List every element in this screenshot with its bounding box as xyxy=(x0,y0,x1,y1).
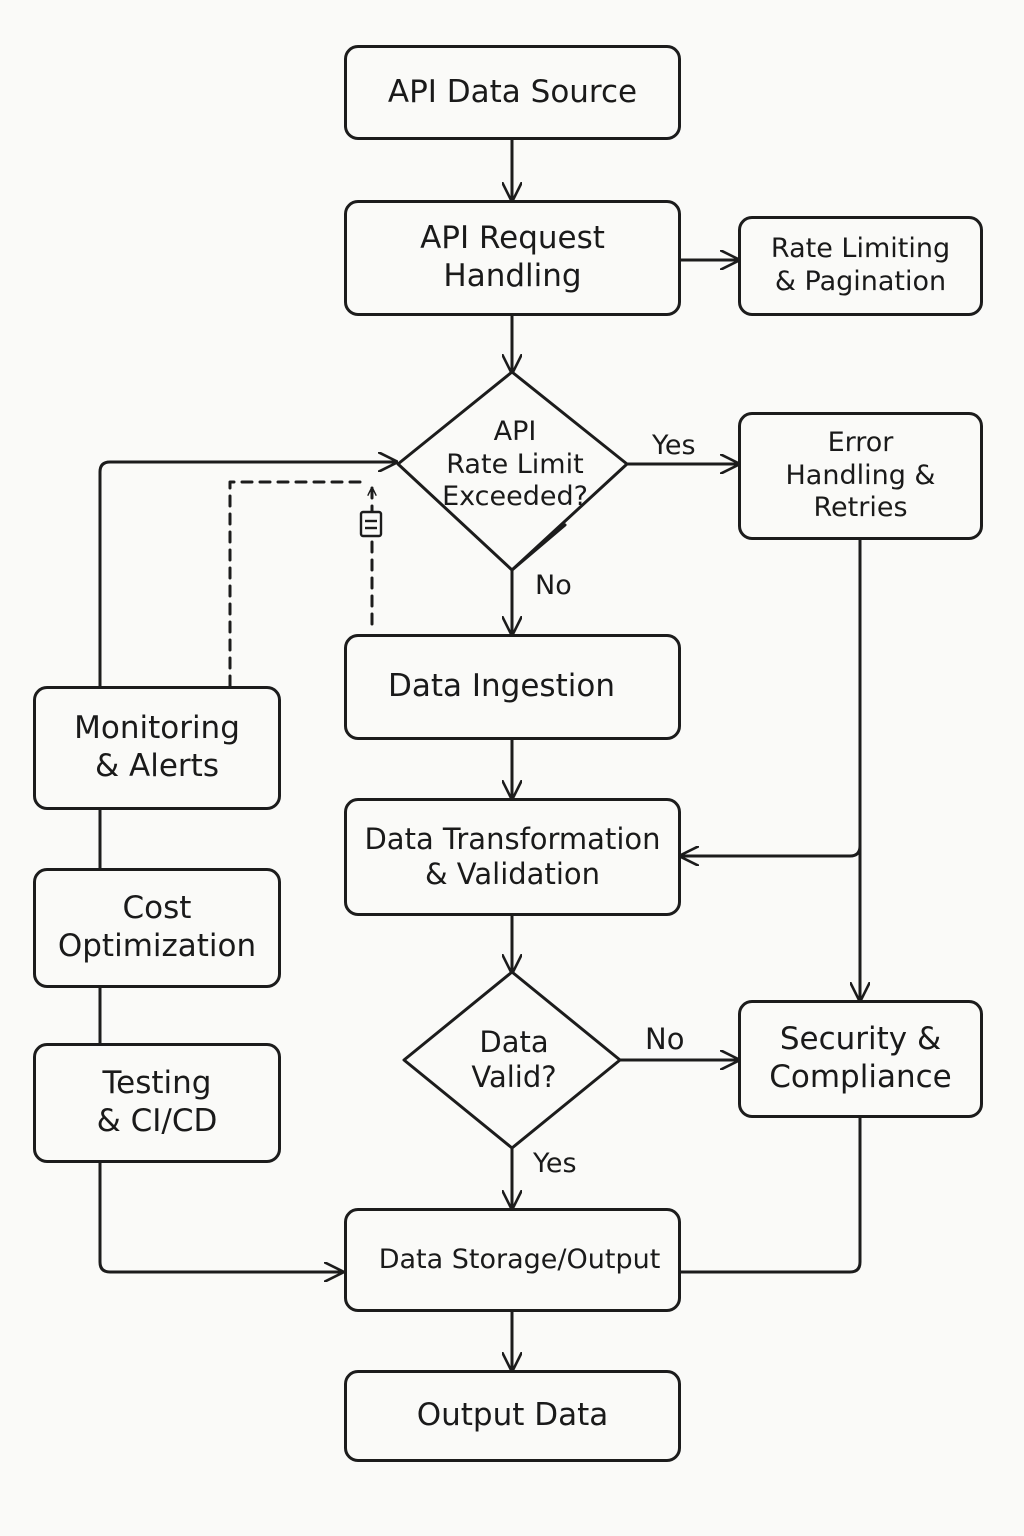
error-handling-retries-label: Error Handling & Retries xyxy=(785,426,936,524)
error-handling-retries-node: Error Handling & Retries xyxy=(738,412,983,540)
api-request-handling-label: API Request Handling xyxy=(420,220,605,294)
output-data-node: Output Data xyxy=(344,1370,681,1462)
monitoring-alerts-label: Monitoring & Alerts xyxy=(74,710,240,784)
cost-optimization-label: Cost Optimization xyxy=(57,890,257,964)
security-compliance-node: Security & Compliance xyxy=(738,1000,983,1118)
edge-monitoring-dashed xyxy=(228,480,364,688)
data-ingestion-node: Data Ingestion xyxy=(344,634,681,740)
rate-limit-no-label: No xyxy=(535,570,572,601)
data-valid-no-label: No xyxy=(645,1022,685,1056)
rate-limit-diamond-inner-stroke xyxy=(510,523,567,572)
api-data-source-node: API Data Source xyxy=(344,45,681,140)
data-valid-yes-label: Yes xyxy=(533,1148,577,1179)
data-storage-output-node: Data Storage/Output xyxy=(344,1208,681,1312)
edge-monitoring-to-rate-limit xyxy=(98,462,396,688)
rate-limiting-pagination-node: Rate Limiting & Pagination xyxy=(738,216,983,316)
data-ingestion-label: Data Ingestion xyxy=(388,668,615,705)
rate-limit-yes-label: Yes xyxy=(652,430,696,461)
api-data-source-label: API Data Source xyxy=(387,73,638,110)
testing-ci-cd-label: Testing & CI/CD xyxy=(96,1065,218,1139)
data-storage-output-label: Data Storage/Output xyxy=(378,1243,661,1275)
rate-limiting-pagination-label: Rate Limiting & Pagination xyxy=(770,233,951,297)
data-valid-decision-label: Data Valid? xyxy=(471,1024,557,1094)
data-transformation-validation-label: Data Transformation & Validation xyxy=(364,821,661,891)
monitoring-alerts-node: Monitoring & Alerts xyxy=(33,686,281,810)
edge-retries-to-transformation xyxy=(681,844,862,856)
data-transformation-validation-node: Data Transformation & Validation xyxy=(344,798,681,916)
document-icon xyxy=(359,510,383,538)
edge-security-to-storage xyxy=(679,1116,862,1274)
testing-ci-cd-node: Testing & CI/CD xyxy=(33,1043,281,1163)
api-request-handling-node: API Request Handling xyxy=(344,200,681,316)
cost-optimization-node: Cost Optimization xyxy=(33,868,281,988)
edge-testing-to-storage xyxy=(98,1161,342,1272)
output-data-label: Output Data xyxy=(416,1397,609,1434)
security-compliance-label: Security & Compliance xyxy=(769,1021,952,1095)
rate-limit-decision-label: API Rate Limit Exceeded? xyxy=(442,415,588,513)
data-valid-diamond xyxy=(402,970,622,1150)
